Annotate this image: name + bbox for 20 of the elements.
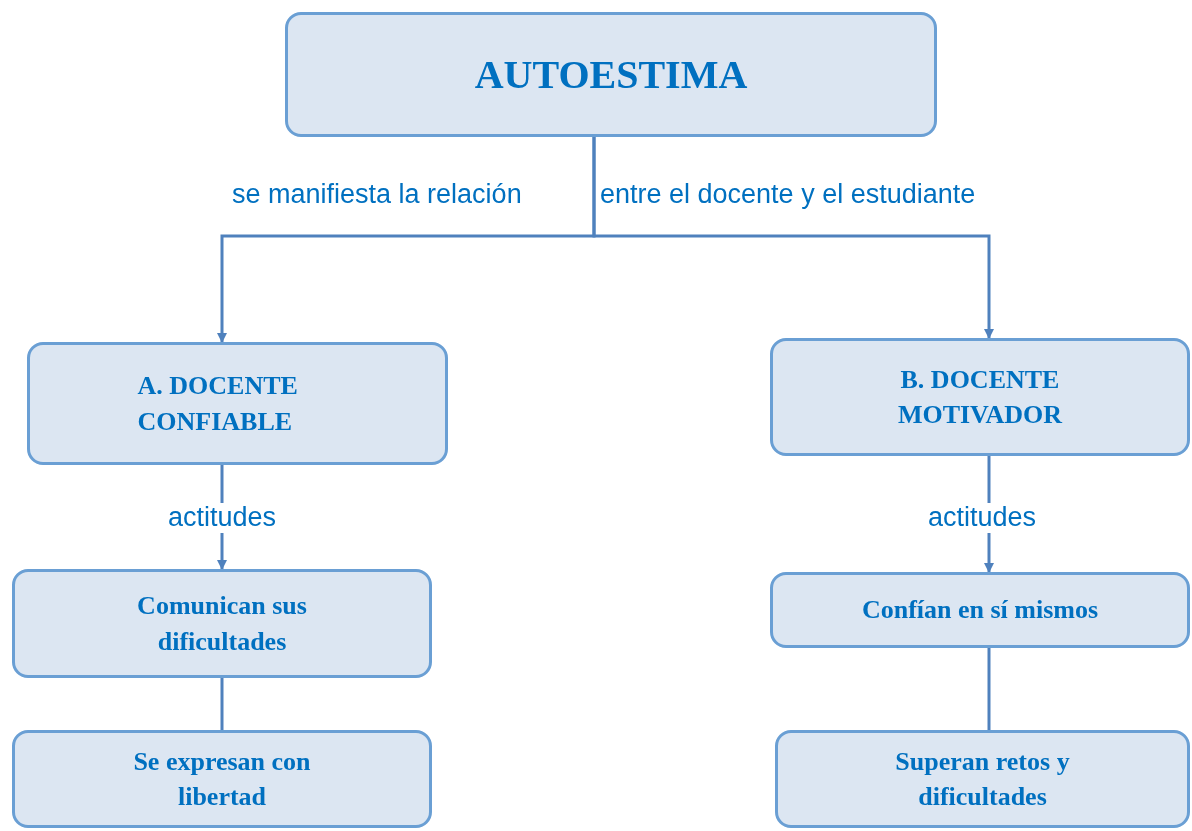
node-text: Confían en sí mismos [861,594,1099,627]
edge-label: actitudes [168,503,277,533]
concept-box [285,12,937,137]
concept-box [12,730,432,828]
concept-box [12,569,432,678]
edge-label: entre el docente y el estudiante [600,180,976,210]
concept-box [770,572,1190,648]
node-text: AUTOESTIMA [474,50,748,99]
node-text: Comunican sus dificultades [136,590,308,658]
connector-line [220,678,224,730]
arrow [592,137,994,339]
concept-box [27,342,448,465]
node-text: Superan retos y dificultades [894,745,1071,813]
edge-label: actitudes [928,503,1037,533]
node-text: A. DOCENTE CONFIABLE [137,370,299,438]
node-text: B. DOCENTE MOTIVADOR [896,363,1064,431]
node-text: Se expresan con libertad [132,745,312,813]
concept-box [770,338,1190,456]
concept-box [775,730,1190,828]
connector-line [987,648,991,730]
